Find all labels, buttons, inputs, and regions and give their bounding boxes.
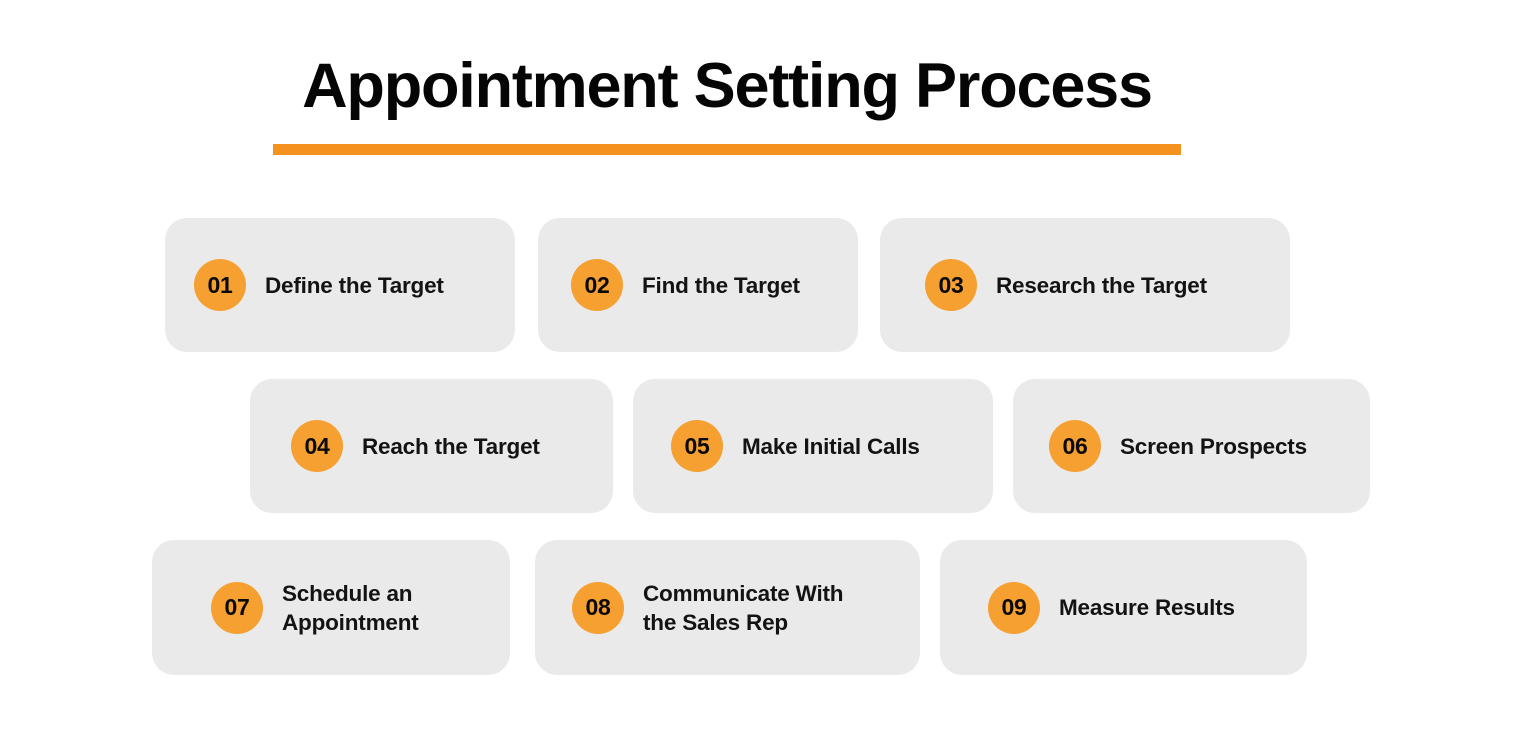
step-number-badge-07: 07	[211, 581, 263, 634]
step-card-09[interactable]: 09 Measure Results	[940, 540, 1307, 675]
step-card-06[interactable]: 06 Screen Prospects	[1013, 379, 1370, 513]
step-card-02[interactable]: 02 Find the Target	[538, 218, 858, 352]
step-card-04[interactable]: 04 Reach the Target	[250, 379, 613, 513]
step-label-04: Reach the Target	[362, 433, 540, 459]
step-label-07: Schedule an Appointment	[282, 580, 419, 635]
step-number-badge-05: 05	[671, 420, 723, 472]
step-card-05[interactable]: 05 Make Initial Calls	[633, 379, 993, 513]
step-card-03[interactable]: 03 Research the Target	[880, 218, 1290, 352]
step-number-badge-08: 08	[572, 581, 624, 634]
title-block: Appointment Setting Process	[273, 51, 1181, 156]
step-number-badge-09: 09	[988, 581, 1040, 634]
page-title: Appointment Setting Process	[302, 51, 1153, 121]
step-label-02: Find the Target	[642, 272, 800, 298]
step-card-08[interactable]: 08 Communicate With the Sales Rep	[535, 540, 920, 675]
step-number-badge-03: 03	[925, 259, 977, 311]
step-card-01[interactable]: 01 Define the Target	[165, 218, 515, 352]
step-label-03: Research the Target	[996, 272, 1207, 298]
step-label-05: Make Initial Calls	[742, 433, 920, 459]
step-label-06: Screen Prospects	[1120, 433, 1307, 459]
step-number-badge-06: 06	[1049, 420, 1101, 472]
title-underline-rule	[273, 144, 1181, 156]
step-label-01: Define the Target	[265, 272, 444, 298]
step-card-07[interactable]: 07 Schedule an Appointment	[152, 540, 510, 675]
step-label-09: Measure Results	[1059, 595, 1235, 620]
step-number-badge-04: 04	[291, 420, 343, 472]
step-label-08: Communicate With the Sales Rep	[643, 580, 844, 635]
step-number-badge-01: 01	[194, 259, 246, 311]
step-number-badge-02: 02	[571, 259, 623, 311]
